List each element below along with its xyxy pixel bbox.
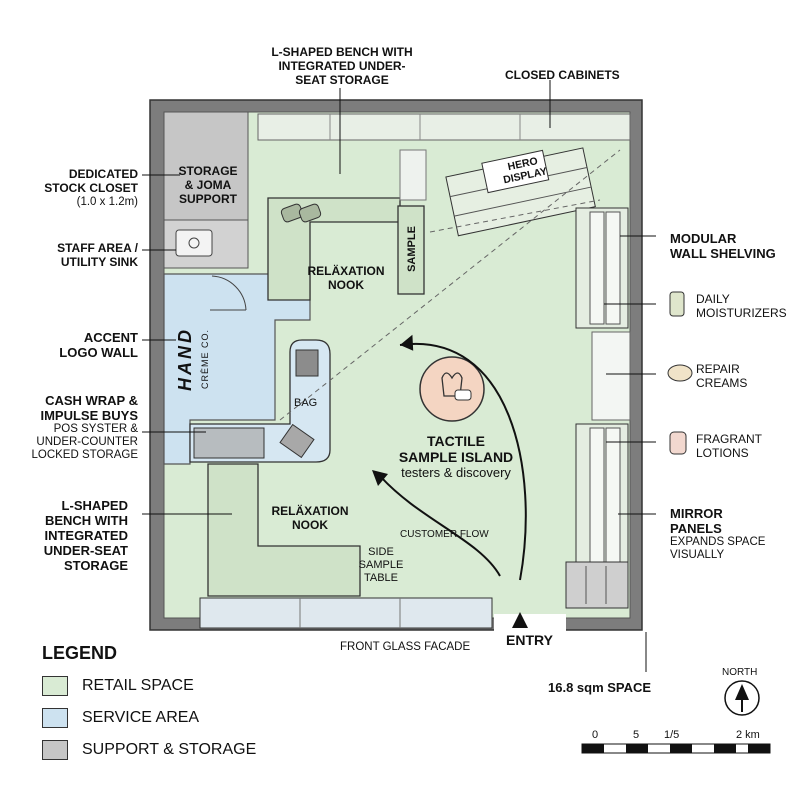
fragrant-lotions-icon — [669, 431, 687, 455]
legend-label: SERVICE AREA — [82, 709, 200, 726]
relax-nook-top-label: RELÄXATION NOOK — [307, 264, 385, 292]
sample-label: SAMPLE — [406, 226, 418, 272]
storage-joma-zone — [163, 111, 249, 221]
sample-stand — [397, 205, 425, 295]
modular-shelving-label: MODULAR WALL SHELVING — [670, 231, 776, 261]
mirror-panel — [591, 331, 631, 421]
bench-left-label: L-SHAPED BENCH WITH INTEGRATED UNDER-SEA… — [43, 498, 128, 573]
scale-tick-2km: 2 km — [736, 729, 760, 741]
bench-left — [207, 463, 361, 597]
relax-nook-bottom-label: RELÄXATION NOOK — [271, 504, 349, 532]
space-size-label: 16.8 sqm SPACE — [548, 680, 652, 695]
bag-box — [279, 423, 315, 459]
repair-creams-label: REPAIR CREAMS — [696, 362, 748, 390]
bench-top-label: L-SHAPED BENCH WITH INTEGRATED UNDER- SE… — [271, 45, 413, 87]
scale-bar — [581, 743, 771, 754]
bag-label: BAG — [294, 397, 318, 409]
closed-cabinets — [257, 113, 631, 141]
customer-flow-label: CUSTOMER FLOW — [400, 529, 489, 540]
legend-title: LEGEND — [42, 643, 118, 663]
sample-island — [419, 356, 485, 422]
legend-swatch-retail — [42, 676, 68, 696]
side-table-label: SIDE SAMPLE TABLE — [358, 546, 404, 584]
customer-flow-arrow — [399, 342, 527, 581]
modular-wall-shelving — [575, 207, 629, 577]
legend-swatch-service — [42, 708, 68, 728]
mirror-panels-label: MIRROR PANELS EXPANDS SPACE VISUALLY — [670, 506, 766, 561]
front-facade-label: FRONT GLASS FACADE — [340, 641, 471, 653]
scale-tick-5: 5 — [633, 729, 640, 741]
fragrant-lotions-label: FRAGRANT LOTIONS — [696, 432, 762, 460]
utility-sink — [175, 229, 213, 257]
daily-moisturizers-label: DAILY MOISTURIZERS — [696, 292, 787, 320]
storage-joma-label: STORAGE & JOMA SUPPORT — [178, 164, 238, 206]
cash-wrap-label: CASH WRAP & IMPULSE BUYS POS SYSTER & UN… — [31, 393, 138, 461]
repair-creams-icon — [667, 364, 693, 382]
legend-item-retail: RETAIL SPACE — [42, 676, 194, 696]
staff-area-label: STAFF AREA / UTILITY SINK — [57, 241, 138, 269]
logo-subtext: CRÈME CO. — [200, 329, 210, 390]
legend-label: RETAIL SPACE — [82, 677, 194, 694]
north-label: NORTH — [722, 667, 758, 678]
legend-item-service: SERVICE AREA — [42, 708, 199, 728]
logo-text: HAND — [175, 327, 195, 391]
pos-shelf — [193, 427, 265, 459]
closed-cabinets-label: CLOSED CABINETS — [505, 68, 620, 82]
legend-label: SUPPORT & STORAGE — [82, 741, 257, 758]
scale-tick-0: 0 — [592, 729, 599, 741]
hero-display — [445, 147, 596, 237]
corner-cabinet — [565, 561, 629, 609]
scale-tick-1-5: 1/5 — [664, 729, 680, 741]
tactile-island-label: TACTILE SAMPLE ISLAND testers & discover… — [398, 433, 514, 480]
legend-swatch-support — [42, 740, 68, 760]
daily-moisturizers-icon — [669, 291, 685, 317]
stock-closet-label: DEDICATED STOCK CLOSET (1.0 x 1.2m) — [44, 167, 138, 208]
entry-marker — [512, 612, 528, 628]
legend-item-support: SUPPORT & STORAGE — [42, 740, 256, 760]
accent-wall-label: ACCENT LOGO WALL — [59, 330, 138, 360]
entry-label: ENTRY — [506, 632, 553, 648]
front-glass-facade — [199, 597, 493, 629]
